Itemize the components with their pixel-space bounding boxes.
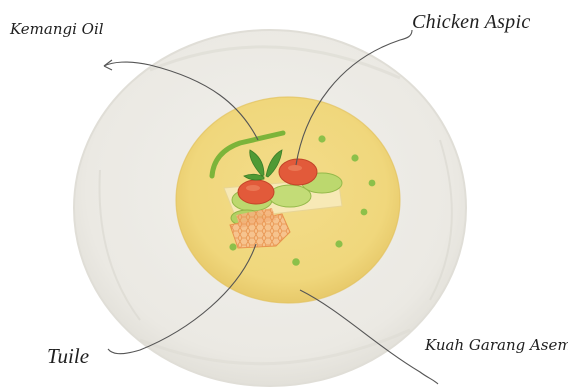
label-tuile: Tuile	[47, 346, 89, 367]
label-kemangi-oil: Kemangi Oil	[10, 22, 104, 37]
leader-kemangi-oil-arrow	[104, 60, 112, 70]
label-kuah-garang-asem: Kuah Garang Asem	[425, 338, 568, 353]
label-chicken-aspic: Chicken Aspic	[412, 12, 531, 32]
